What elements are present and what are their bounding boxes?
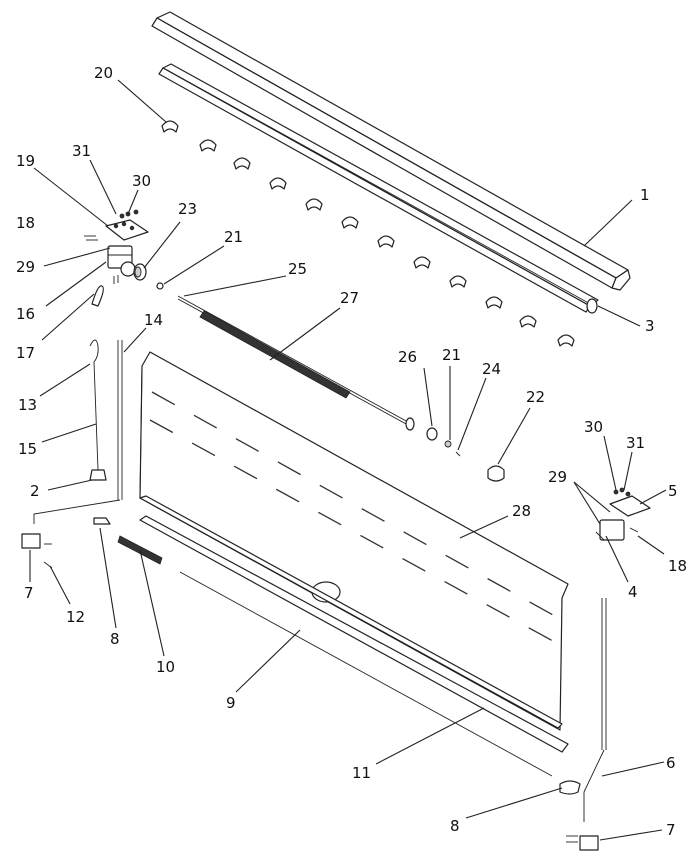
bottom-rail-components	[93, 495, 581, 795]
callout-19: 19	[16, 152, 35, 170]
callout-18: 18	[16, 214, 35, 232]
shaft-and-spring	[156, 282, 505, 482]
callout-31: 31	[626, 434, 645, 452]
part-20-clips	[161, 120, 575, 347]
part-28-shade-fabric	[139, 351, 569, 731]
callout-22: 22	[526, 388, 545, 406]
leader-lines	[29, 79, 667, 841]
callout-21: 21	[224, 228, 243, 246]
callout-11: 11	[352, 764, 371, 782]
callout-30: 30	[132, 172, 151, 190]
callout-26: 26	[398, 348, 417, 366]
end-brackets	[21, 533, 599, 851]
callout-17: 17	[16, 344, 35, 362]
callout-20: 20	[94, 64, 113, 82]
callout-18: 18	[668, 557, 687, 575]
callout-29: 29	[16, 258, 35, 276]
callout-numbers: 1 3 20 19 31 30 23 18 21 29 25 16 27 17 …	[16, 64, 687, 839]
callout-6: 6	[666, 754, 676, 772]
callout-1: 1	[640, 186, 650, 204]
callout-21: 21	[442, 346, 461, 364]
callout-7: 7	[666, 821, 676, 839]
part-3-roller-tube	[158, 63, 599, 314]
callout-31: 31	[72, 142, 91, 160]
part-6-rod	[583, 598, 607, 822]
callout-30: 30	[584, 418, 603, 436]
callout-8: 8	[450, 817, 460, 835]
pull-cord-and-rod	[33, 339, 123, 524]
part-1-cassette-cover	[151, 11, 631, 291]
callout-3: 3	[645, 317, 655, 335]
callout-14: 14	[144, 311, 163, 329]
callout-29: 29	[548, 468, 567, 486]
callout-12: 12	[66, 608, 85, 626]
callout-23: 23	[178, 200, 197, 218]
callout-2: 2	[30, 482, 40, 500]
callout-4: 4	[628, 583, 638, 601]
callout-27: 27	[340, 289, 359, 307]
callout-8: 8	[110, 630, 120, 648]
callout-16: 16	[16, 305, 35, 323]
callout-24: 24	[482, 360, 501, 378]
callout-10: 10	[156, 658, 175, 676]
callout-9: 9	[226, 694, 236, 712]
left-bracket-assembly	[84, 209, 149, 307]
callout-13: 13	[18, 396, 37, 414]
callout-25: 25	[288, 260, 307, 278]
callout-7: 7	[24, 584, 34, 602]
callout-5: 5	[668, 482, 678, 500]
callout-28: 28	[512, 502, 531, 520]
right-bracket-assembly	[595, 487, 651, 541]
callout-15: 15	[18, 440, 37, 458]
